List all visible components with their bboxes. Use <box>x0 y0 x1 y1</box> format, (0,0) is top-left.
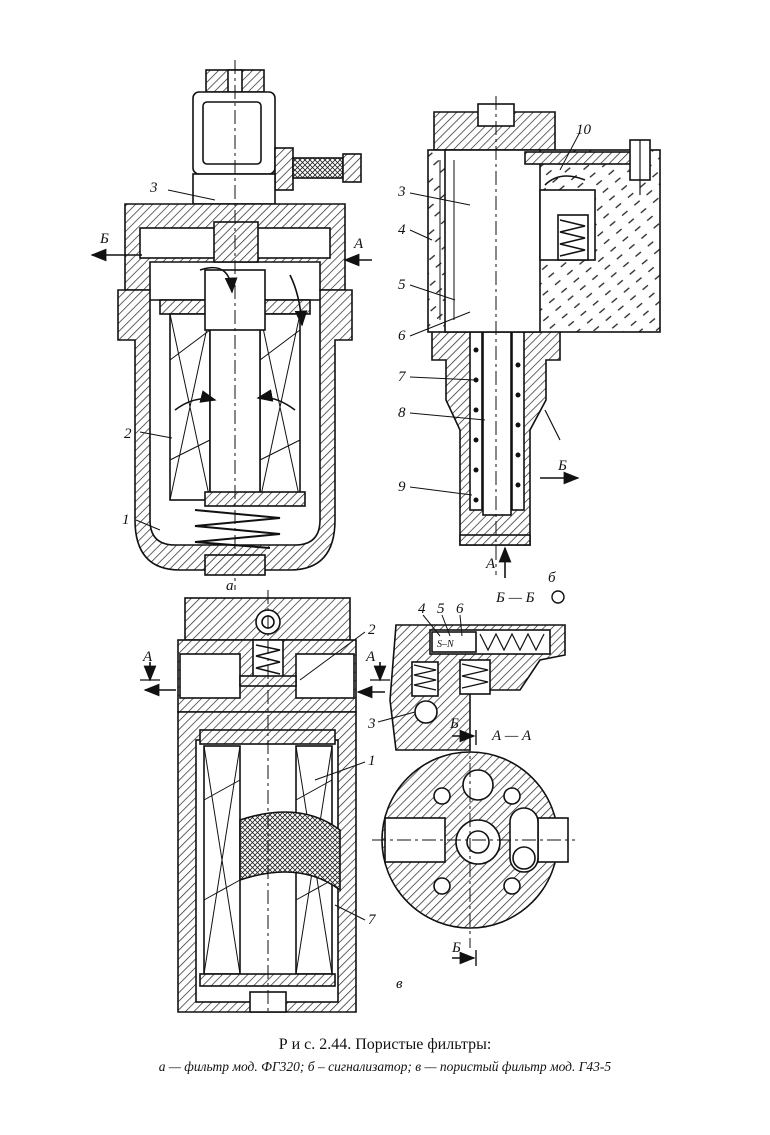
panel-b-callout-4: 4 <box>398 222 406 238</box>
section-bb-title: Б — Б <box>495 590 535 606</box>
section-aa-detail <box>372 730 575 966</box>
panel-a-flow-in: А <box>353 236 364 252</box>
panel-v-section-mark-right: А <box>365 649 376 665</box>
panel-v-porous-filter <box>140 590 390 1012</box>
panel-a-flow-out: Б <box>99 231 109 247</box>
panel-v-callout-7: 7 <box>368 912 377 928</box>
panel-a-callout-3: 3 <box>149 180 158 196</box>
figure-caption-legend: а — фильтр мод. ФГ320; б – сигнализатор;… <box>0 1059 770 1075</box>
panel-v-callout-2: 2 <box>368 622 376 638</box>
panel-a-callout-2: 2 <box>124 426 132 442</box>
section-aa-title: А — А <box>491 728 532 744</box>
panel-b-callout-8: 8 <box>398 405 406 421</box>
section-b-mark-bottom: Б <box>451 940 461 956</box>
bb-magnet-label: S–N <box>437 639 455 650</box>
figure-caption-title: Р и с. 2.44. Пористые фильтры: <box>0 1036 770 1054</box>
panel-b-callout-6: 6 <box>398 328 406 344</box>
panel-b-callout-10: 10 <box>576 122 592 138</box>
bb-callout-4: 4 <box>418 601 426 617</box>
panel-a-callout-1: 1 <box>122 512 130 528</box>
bb-callout-3: 3 <box>367 716 376 732</box>
panel-b-flow-out: Б <box>557 458 567 474</box>
section-b-mark-top: Б <box>449 716 459 732</box>
rotation-icon <box>552 591 564 603</box>
section-bb-detail <box>378 615 565 750</box>
panel-b-indicator <box>410 96 660 578</box>
bb-callout-6: 6 <box>456 601 464 617</box>
panel-v-section-mark-left: А <box>142 649 153 665</box>
panel-b-letter: б <box>548 570 556 586</box>
panel-a-letter: а <box>226 578 234 594</box>
bb-callout-5: 5 <box>437 601 445 617</box>
panel-a-filter-fg320 <box>92 60 372 590</box>
panel-b-callout-3: 3 <box>397 184 406 200</box>
panel-b-callout-5: 5 <box>398 277 406 293</box>
panel-v-letter: в <box>396 976 403 992</box>
panel-b-flow-in: А <box>485 556 496 572</box>
panel-v-callout-1: 1 <box>368 753 376 769</box>
panel-b-callout-7: 7 <box>398 369 407 385</box>
panel-b-callout-9: 9 <box>398 479 406 495</box>
